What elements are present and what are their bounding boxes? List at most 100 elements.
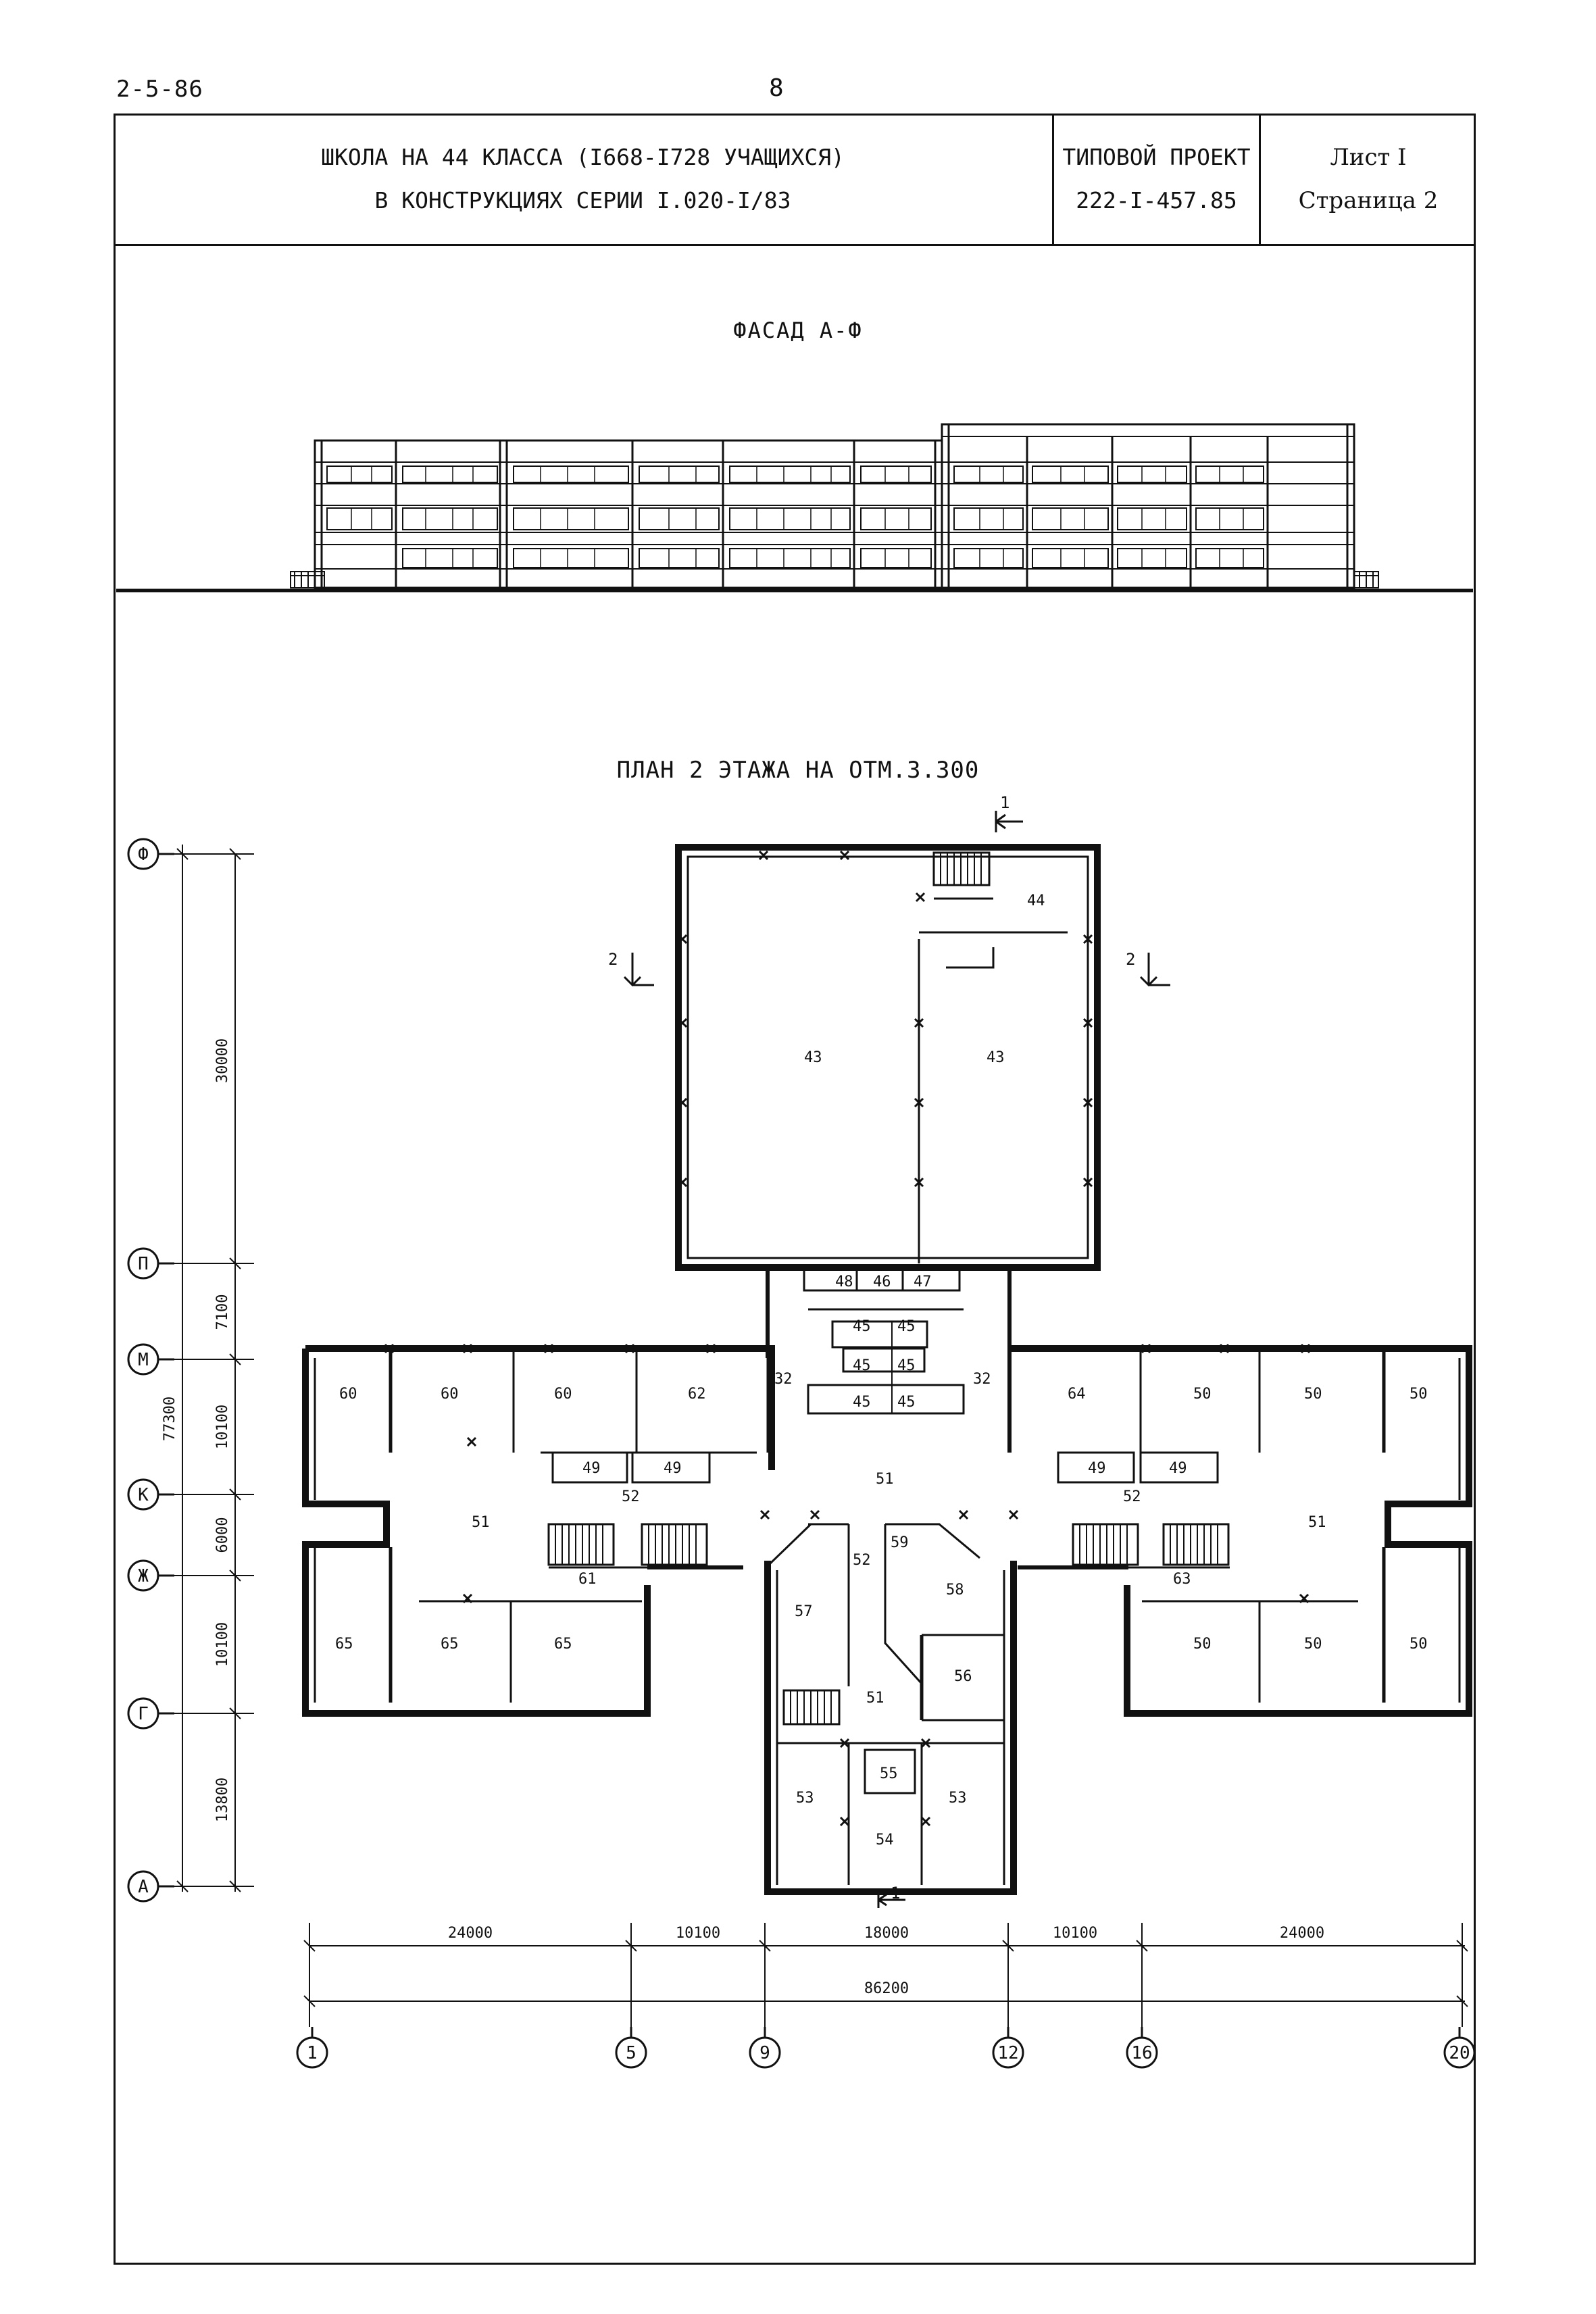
- document-title-line1: ШКОЛА НА 44 КЛАССА (I668-I728 УЧАЩИХСЯ): [321, 143, 845, 170]
- room-51-left: 51: [472, 1514, 490, 1531]
- axis-label-20: 20: [1449, 2043, 1470, 2063]
- horizontal-dimension-labels: 24000 10100 18000 10100 24000 86200: [448, 1925, 1324, 1997]
- dim-30000: 30000: [214, 1038, 231, 1083]
- vertical-dimension-labels: 30000 7100 10100 6000 10100 13800 77300: [161, 1038, 231, 1822]
- room-50-f: 50: [1410, 1636, 1428, 1653]
- axis-number-labels: 1 5 9 12 16 20: [307, 2043, 1470, 2063]
- dim-10100-upper: 10100: [214, 1405, 231, 1449]
- room-58: 58: [946, 1582, 964, 1599]
- room-49-c: 49: [1088, 1460, 1106, 1477]
- room-50-b: 50: [1304, 1386, 1322, 1403]
- room-64: 64: [1068, 1386, 1086, 1403]
- document-title-line2: В КОНСТРУКЦИЯХ СЕРИИ I.020-I/83: [374, 186, 791, 213]
- room-51-south: 51: [866, 1690, 884, 1707]
- room-57: 57: [795, 1603, 813, 1620]
- room-45-d: 45: [897, 1357, 916, 1374]
- room-65-a: 65: [335, 1636, 353, 1653]
- dim-18000: 18000: [864, 1925, 909, 1942]
- room-60-c: 60: [554, 1386, 572, 1403]
- room-45-e: 45: [853, 1394, 871, 1411]
- horizontal-dimension-chain: [303, 1923, 1468, 2027]
- room-47: 47: [914, 1274, 932, 1290]
- dim-24000-left: 24000: [448, 1925, 493, 1942]
- room-50-e: 50: [1304, 1636, 1322, 1653]
- section-label-2-right: 2: [1126, 950, 1135, 969]
- room-61: 61: [578, 1571, 597, 1588]
- axis-label-1: 1: [307, 2043, 318, 2063]
- room-43-right: 43: [987, 1049, 1005, 1066]
- section-label-1-top: 1: [1000, 793, 1009, 812]
- room-48: 48: [835, 1274, 853, 1290]
- dim-10100-lower: 10100: [214, 1622, 231, 1667]
- axis-label-g: Г: [138, 1704, 149, 1724]
- plan-north-wing: [675, 844, 1101, 1271]
- room-52-right: 52: [1123, 1488, 1141, 1505]
- facade-title: ФАСАД А-Ф: [733, 318, 863, 343]
- title-cell: ШКОЛА НА 44 КЛАССА (I668-I728 УЧАЩИХСЯ) …: [114, 114, 1054, 244]
- axis-label-9: 9: [759, 2043, 770, 2063]
- room-49-d: 49: [1169, 1460, 1187, 1477]
- page-number: 8: [769, 74, 784, 102]
- dim-7100: 7100: [214, 1294, 231, 1330]
- facade-elevation: [116, 423, 1473, 593]
- room-32-right: 32: [973, 1371, 991, 1388]
- room-51-center: 51: [876, 1471, 894, 1488]
- room-44: 44: [1027, 892, 1045, 909]
- vertical-dimension-chain: [159, 845, 254, 1892]
- title-block: ШКОЛА НА 44 КЛАССА (I668-I728 УЧАЩИХСЯ) …: [114, 114, 1476, 246]
- sheet-cell: Лист I Страница 2: [1261, 114, 1476, 244]
- dim-77300: 77300: [161, 1397, 178, 1441]
- sheet-label: Лист I: [1330, 143, 1407, 171]
- room-52-left: 52: [622, 1488, 640, 1505]
- room-60-a: 60: [339, 1386, 357, 1403]
- plan-columns: [384, 850, 1311, 1827]
- axis-label-16: 16: [1131, 2043, 1152, 2063]
- document-code: 2-5-86: [116, 76, 203, 103]
- axis-label-m: М: [138, 1350, 149, 1370]
- room-56: 56: [954, 1668, 972, 1685]
- axis-label-k: К: [138, 1485, 149, 1505]
- dim-86200: 86200: [864, 1980, 909, 1997]
- plan-east-wing: [1007, 1345, 1472, 1717]
- section-label-1-bottom: 1: [891, 1884, 900, 1903]
- dim-10100-left: 10100: [676, 1925, 720, 1942]
- room-43-left: 43: [804, 1049, 822, 1066]
- project-number: 222-I-457.85: [1076, 186, 1237, 213]
- axis-label-p: П: [138, 1254, 149, 1274]
- room-60-b: 60: [441, 1386, 459, 1403]
- floor-plan: [127, 811, 1476, 2069]
- room-55: 55: [880, 1765, 898, 1782]
- dim-24000-right: 24000: [1280, 1925, 1324, 1942]
- section-label-2-left: 2: [608, 950, 618, 969]
- axis-label-f: Ф: [138, 845, 149, 865]
- room-62: 62: [688, 1386, 706, 1403]
- axis-label-5: 5: [626, 2043, 637, 2063]
- axis-letter-labels: Ф П М К Ж Г А: [138, 845, 149, 1897]
- room-45-a: 45: [853, 1318, 871, 1335]
- room-45-f: 45: [897, 1394, 916, 1411]
- room-54: 54: [876, 1832, 894, 1848]
- section-cut-markers: [623, 811, 1170, 1908]
- room-51-right: 51: [1308, 1514, 1326, 1531]
- room-46: 46: [873, 1274, 891, 1290]
- room-50-c: 50: [1410, 1386, 1428, 1403]
- dim-13800: 13800: [214, 1778, 231, 1822]
- room-45-b: 45: [897, 1318, 916, 1335]
- room-50-a: 50: [1193, 1386, 1212, 1403]
- plan-west-wing: [302, 1345, 775, 1717]
- project-cell: ТИПОВОЙ ПРОЕКТ 222-I-457.85: [1054, 114, 1261, 244]
- plan-south-wing: [764, 1523, 1017, 1895]
- axis-bubbles: [127, 838, 1476, 2069]
- dim-10100-right: 10100: [1053, 1925, 1097, 1942]
- axis-label-zh: Ж: [138, 1566, 149, 1586]
- page-label: Страница 2: [1298, 186, 1439, 214]
- room-50-d: 50: [1193, 1636, 1212, 1653]
- axis-label-12: 12: [997, 2043, 1018, 2063]
- room-65-c: 65: [554, 1636, 572, 1653]
- room-49-a: 49: [582, 1460, 601, 1477]
- room-49-b: 49: [664, 1460, 682, 1477]
- room-45-c: 45: [853, 1357, 871, 1374]
- section-labels: 1 2 2 1: [608, 793, 1135, 1903]
- room-32-left: 32: [774, 1371, 793, 1388]
- room-52-south: 52: [853, 1552, 871, 1569]
